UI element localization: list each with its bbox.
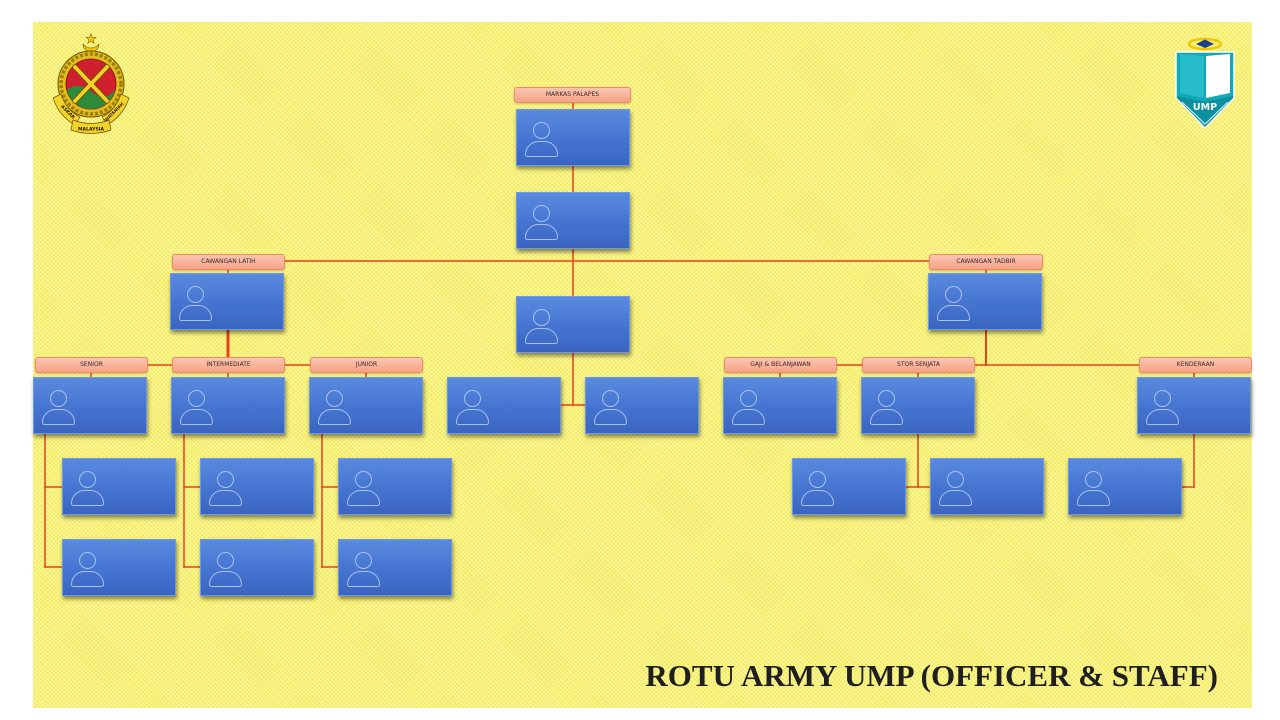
- gaji-belanjawan-box: [723, 377, 837, 434]
- markas-palapes-box-1: [516, 109, 630, 166]
- stor-senjata-sub-box-2: [930, 458, 1044, 515]
- person-icon: [318, 390, 351, 425]
- ribbon-right: [101, 93, 130, 126]
- senior-label: SENIOR: [35, 357, 148, 373]
- ump-logo-text: UMP: [1193, 102, 1217, 113]
- person-icon: [939, 471, 972, 506]
- gaji-belanjawan-label: GAJI & BELANJAWAN: [724, 357, 837, 373]
- slide-title: ROTU ARMY UMP (OFFICER & STAFF): [645, 658, 1218, 693]
- junior-sub-box-2: [338, 539, 452, 596]
- person-icon: [937, 286, 970, 321]
- person-icon: [209, 552, 242, 587]
- kenderaan-box: [1137, 377, 1251, 434]
- sword-icon: [73, 65, 109, 103]
- stor-senjata-label: STOR SENJATA: [862, 357, 975, 373]
- person-icon: [71, 552, 104, 587]
- ribbon-left: [52, 93, 81, 126]
- markas-staff-box-right: [585, 377, 699, 434]
- person-icon: [209, 471, 242, 506]
- markas-staff-box-left: [447, 377, 561, 434]
- person-icon: [594, 390, 627, 425]
- markas-palapes-box-2: [516, 192, 630, 249]
- intermediate-sub-box-2: [200, 539, 314, 596]
- cawangan-tadbir-label: CAWANGAN TADBIR: [929, 254, 1043, 270]
- person-icon: [71, 471, 104, 506]
- person-icon: [525, 122, 558, 157]
- person-icon: [42, 390, 75, 425]
- cawangan-latih-label: CAWANGAN LATIH: [172, 254, 285, 270]
- senior-box: [33, 377, 147, 434]
- person-icon: [456, 390, 489, 425]
- intermediate-sub-box-1: [200, 458, 314, 515]
- person-icon: [870, 390, 903, 425]
- cawangan-latih-box: [170, 273, 284, 330]
- ump-logo-icon: UMP: [1175, 37, 1235, 130]
- star-icon: [84, 32, 98, 45]
- person-icon: [179, 286, 212, 321]
- senior-sub-box-1: [62, 458, 176, 515]
- person-icon: [732, 390, 765, 425]
- junior-label: JUNIOR: [310, 357, 423, 373]
- ribbon-bottom: [70, 119, 112, 134]
- person-icon: [801, 471, 834, 506]
- intermediate-label: INTERMEDIATE: [172, 357, 285, 373]
- person-icon: [347, 552, 380, 587]
- junior-box: [309, 377, 423, 434]
- cawangan-tadbir-box: [928, 273, 1042, 330]
- markas-palapes-label: MARKAS PALAPES: [514, 87, 631, 103]
- crescent-icon: [82, 43, 100, 53]
- army-emblem-icon: ASKAR WATANIAH MALAYSIA: [52, 32, 130, 134]
- person-icon: [180, 390, 213, 425]
- kenderaan-label: KENDERAAN: [1139, 357, 1252, 373]
- person-icon: [1146, 390, 1179, 425]
- person-icon: [347, 471, 380, 506]
- person-icon: [525, 309, 558, 344]
- person-icon: [525, 205, 558, 240]
- senior-sub-box-2: [62, 539, 176, 596]
- intermediate-box: [171, 377, 285, 434]
- kenderaan-sub-box: [1068, 458, 1182, 515]
- markas-palapes-box-3: [516, 296, 630, 353]
- junior-sub-box-1: [338, 458, 452, 515]
- person-icon: [1077, 471, 1110, 506]
- stor-senjata-box: [861, 377, 975, 434]
- connector-group: [44, 102, 1195, 568]
- stor-senjata-sub-box-1: [792, 458, 906, 515]
- ribbon-bottom-text: MALAYSIA: [78, 127, 105, 133]
- mortarboard-icon: [1196, 39, 1214, 48]
